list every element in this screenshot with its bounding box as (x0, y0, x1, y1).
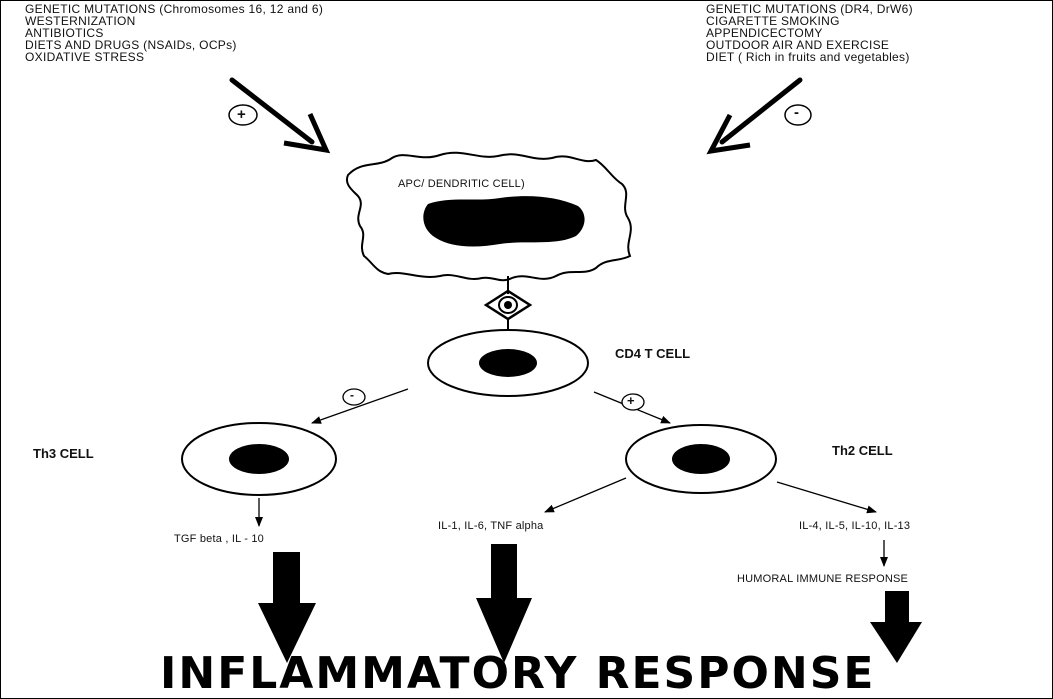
th2-label: Th2 CELL (832, 443, 893, 458)
right-factor-item: OUTDOOR AIR AND EXERCISE (706, 38, 890, 52)
right-factor-arrow (706, 77, 803, 155)
immune-synapse-icon (483, 289, 533, 321)
humoral-response-label: HUMORAL IMMUNE RESPONSE (737, 573, 909, 585)
right-minus-sign-oval (784, 104, 812, 126)
th2-plus-sign-oval (621, 393, 645, 411)
arrow-th2-to-humoral-cytokines (776, 481, 877, 514)
left-factor-item: OXIDATIVE STRESS (25, 50, 145, 64)
left-factor-arrow (229, 77, 331, 154)
left-factor-item: WESTERNIZATION (25, 14, 136, 28)
right-factor-item: CIGARETTE SMOKING (706, 14, 840, 28)
left-factor-item: DIETS AND DRUGS (NSAIDs, OCPs) (25, 38, 237, 52)
arrow-cd4-to-th3 (311, 388, 409, 424)
th3-cytokines-label: TGF beta , IL - 10 (174, 533, 265, 545)
block-arrow-middle (476, 544, 532, 663)
arrow-th2-to-inflammatory-cytokines (544, 477, 627, 513)
middle-cytokines-label: IL-1, IL-6, TNF alpha (438, 520, 544, 532)
right-factor-item: APPENDICECTOMY (706, 26, 823, 40)
block-arrow-left (258, 552, 316, 663)
cd4-label: CD4 T CELL (615, 346, 691, 361)
block-arrow-right (870, 591, 922, 663)
th2-plus-sign: + (627, 393, 635, 408)
right-factor-item: GENETIC MUTATIONS (DR4, DrW6) (706, 2, 913, 16)
th3-minus-sign-oval (342, 388, 366, 406)
right-factor-list: GENETIC MUTATIONS (DR4, DrW6) CIGARETTE … (706, 3, 913, 63)
right-factor-item: DIET ( Rich in fruits and vegetables) (706, 50, 910, 64)
cd4-t-cell (427, 329, 589, 397)
th2-cytokines-label: IL-4, IL-5, IL-10, IL-13 (799, 520, 911, 532)
inflammatory-response-title: INFLAMMATORY RESPONSE (160, 648, 876, 699)
left-plus-sign-oval (228, 104, 258, 126)
left-plus-sign: + (237, 106, 246, 123)
left-factor-item: GENETIC MUTATIONS (Chromosomes 16, 12 an… (25, 2, 324, 16)
left-factor-list: GENETIC MUTATIONS (Chromosomes 16, 12 an… (25, 3, 323, 63)
left-factor-item: ANTIBIOTICS (25, 26, 104, 40)
th2-cell (625, 424, 777, 494)
apc-nucleus (423, 196, 585, 247)
apc-label: APC/ DENDRITIC CELL) (398, 178, 525, 190)
th3-minus-sign: - (350, 388, 354, 402)
th3-label: Th3 CELL (33, 446, 94, 461)
right-minus-sign: - (794, 104, 799, 121)
th3-cell (181, 422, 337, 496)
